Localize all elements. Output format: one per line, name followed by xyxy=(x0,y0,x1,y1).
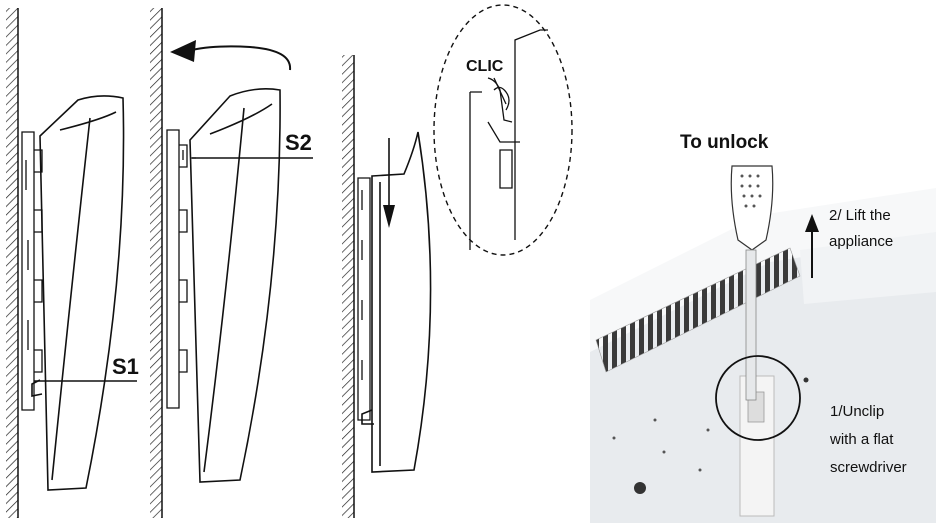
rotate-arrow-icon xyxy=(191,45,292,71)
appliance-mounted xyxy=(361,131,432,473)
appliance-tilted-2 xyxy=(189,88,281,483)
step1-line2: with a flat xyxy=(829,431,894,448)
detail-ellipse xyxy=(433,4,573,256)
wall-hatch-2 xyxy=(150,8,162,518)
step2-line1: 2/ Lift the xyxy=(829,207,891,224)
step-3-figure xyxy=(342,55,432,518)
step-1-figure: S1 xyxy=(6,8,139,518)
step1-line1: 1/Unclip xyxy=(830,403,884,420)
wall-bracket-1 xyxy=(21,131,43,411)
unlock-section: To unlock xyxy=(590,132,936,523)
wall-hatch-1 xyxy=(6,8,18,518)
s1-label: S1 xyxy=(112,354,139,379)
step2-line2: appliance xyxy=(829,233,893,250)
appliance-top-edge xyxy=(590,188,936,352)
wall-bracket-2 xyxy=(166,129,196,409)
lift-arrow-icon xyxy=(805,214,819,232)
screwdriver-icon xyxy=(730,165,774,401)
appliance-tilted-1 xyxy=(31,95,125,491)
s2-label: S2 xyxy=(285,130,312,155)
step-2-figure: S2 xyxy=(150,8,313,518)
clic-leader-line xyxy=(493,77,507,105)
rotate-arrow-head-icon xyxy=(170,40,196,62)
unlock-title: To unlock xyxy=(680,132,769,153)
wall-bracket-3 xyxy=(357,177,371,421)
clic-detail-callout: CLIC xyxy=(433,4,573,256)
step1-line3: screwdriver xyxy=(830,459,907,476)
wall-hatch-3 xyxy=(342,55,354,518)
clic-label: CLIC xyxy=(466,58,504,75)
unclip-highlight-circle xyxy=(715,355,801,441)
down-arrow-icon xyxy=(383,205,395,228)
